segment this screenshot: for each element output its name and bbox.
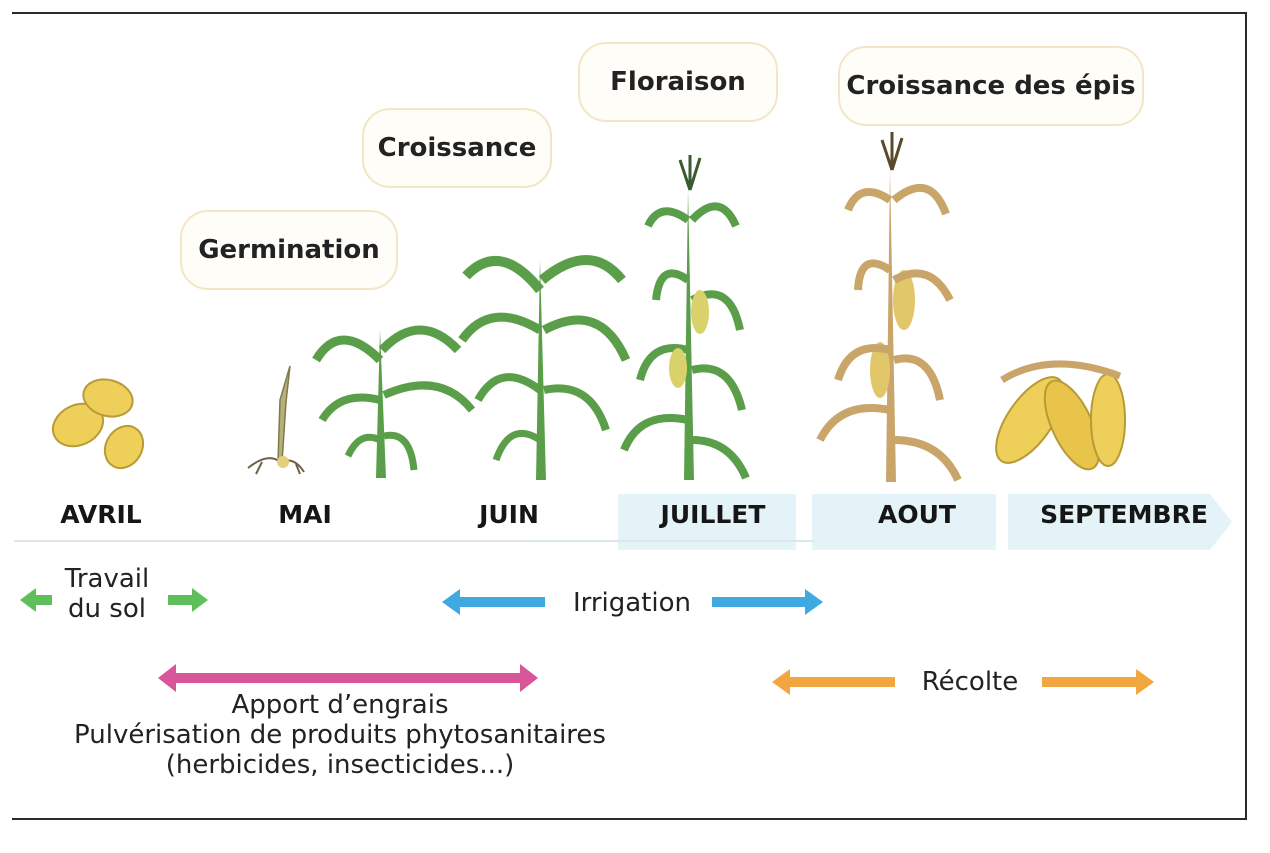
month-juin: JUIN bbox=[479, 500, 539, 529]
stage-croissance-label: Croissance bbox=[362, 108, 552, 188]
month-mai: MAI bbox=[278, 500, 332, 529]
irrigation-arrow-right bbox=[712, 589, 823, 615]
germination-sprout-illustration bbox=[247, 365, 305, 475]
band-aout bbox=[812, 494, 996, 550]
young-plant-illustration bbox=[312, 325, 476, 478]
month-aout: AOUT bbox=[878, 500, 956, 529]
recolte-arrow-right bbox=[1042, 669, 1154, 695]
travail-line-1: Travail bbox=[64, 564, 150, 594]
engrais-line-2: Pulvérisation de produits phytosanitaire… bbox=[74, 720, 606, 750]
month-avril: AVRIL bbox=[60, 500, 142, 529]
corn-seeds-illustration bbox=[51, 378, 145, 470]
travail-line-2: du sol bbox=[68, 594, 146, 624]
growing-plant-illustration bbox=[458, 255, 631, 480]
flowering-plant-illustration bbox=[620, 155, 750, 480]
travail-du-sol-label: Travail du sol bbox=[52, 564, 162, 624]
engrais-line-3: (herbicides, insecticides...) bbox=[165, 750, 515, 780]
irrigation-arrow-left bbox=[442, 589, 545, 615]
irrigation-label: Irrigation bbox=[572, 588, 692, 618]
recolte-arrow-left bbox=[772, 669, 895, 695]
engrais-label: Apport d’engrais Pulvérisation de produi… bbox=[40, 690, 640, 780]
stage-germination-label: Germination bbox=[180, 210, 398, 290]
diagram-frame bbox=[12, 12, 1247, 820]
travail-arrow-left bbox=[20, 588, 52, 612]
timeline-baseline bbox=[14, 540, 814, 542]
mature-plant-illustration bbox=[816, 132, 962, 482]
harvested-corn-ears-illustration bbox=[995, 360, 1126, 471]
engrais-line-1: Apport d’engrais bbox=[231, 690, 449, 720]
recolte-label: Récolte bbox=[921, 667, 1019, 697]
stage-croissance-epis-label: Croissance des épis bbox=[838, 46, 1144, 126]
travail-arrow-right bbox=[168, 588, 208, 612]
stage-floraison-label: Floraison bbox=[578, 42, 778, 122]
engrais-arrow bbox=[158, 664, 538, 692]
month-juillet: JUILLET bbox=[660, 500, 766, 529]
month-septembre: SEPTEMBRE bbox=[1040, 500, 1208, 529]
